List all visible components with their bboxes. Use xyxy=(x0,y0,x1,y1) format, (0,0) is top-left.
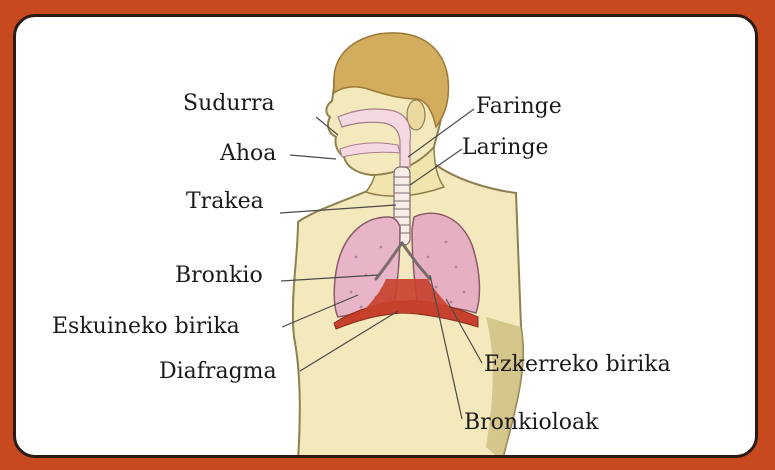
label-eskuineko-birika: Eskuineko birika xyxy=(52,315,240,339)
label-bronkioloak: Bronkioloak xyxy=(464,411,598,435)
leader-ahoa xyxy=(290,155,336,159)
diagram-panel: Sudurra Ahoa Trakea Bronkio Eskuineko bi… xyxy=(13,14,758,458)
respiratory-system-illustration xyxy=(16,17,758,458)
label-ahoa: Ahoa xyxy=(220,142,276,166)
label-faringe: Faringe xyxy=(476,95,562,119)
label-bronkio: Bronkio xyxy=(175,264,263,288)
label-diafragma: Diafragma xyxy=(159,360,277,384)
label-trakea: Trakea xyxy=(186,190,264,214)
label-sudurra: Sudurra xyxy=(183,92,275,116)
label-ezkerreko-birika: Ezkerreko birika xyxy=(484,353,671,377)
label-laringe: Laringe xyxy=(462,136,549,160)
